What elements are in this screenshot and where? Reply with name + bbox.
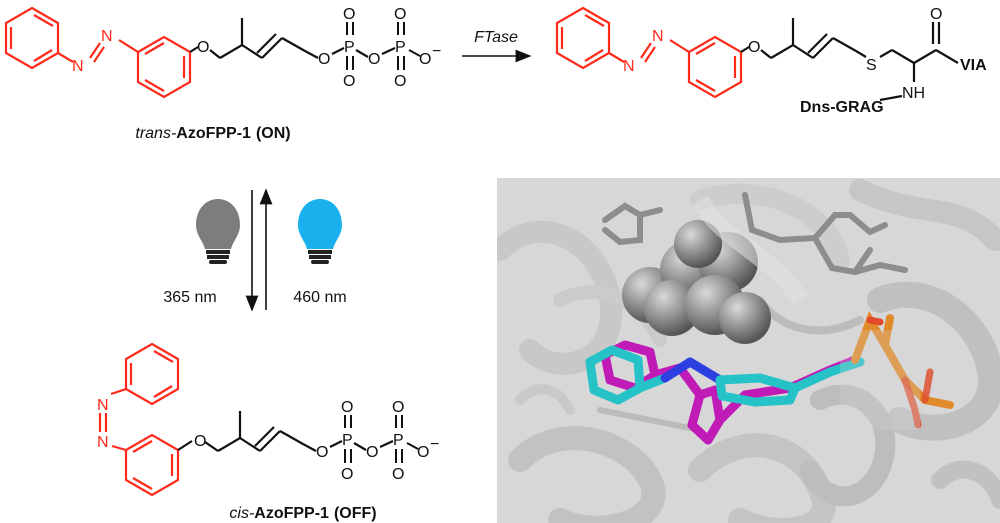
lightbulb-icon bbox=[298, 199, 342, 264]
trans-name: AzoFPP-1 bbox=[176, 125, 251, 142]
thioether-sulfur: S bbox=[866, 57, 877, 74]
phosphate-oxygen-4: O bbox=[394, 73, 406, 90]
ligand-cyan bbox=[585, 345, 865, 407]
product-benzene-ring-a bbox=[555, 6, 611, 70]
cis-phosphate-oxygen-1: O bbox=[341, 399, 353, 416]
phosphate-oxo-bonds bbox=[346, 22, 421, 70]
phosphate-groups bbox=[851, 310, 954, 429]
cis-phosphate-oxygen-5: O bbox=[417, 444, 429, 461]
cis-azo-nitrogen-1: N bbox=[97, 397, 109, 414]
trans-prefix: trans- bbox=[135, 125, 176, 142]
product-azo-nitrogen-1: N bbox=[623, 58, 635, 75]
phosphorus-2: P bbox=[395, 39, 406, 56]
cis-bridge-oxygen-1: O bbox=[316, 444, 328, 461]
bridge-oxygen-2: O bbox=[368, 51, 380, 68]
cis-benzene-ring-b bbox=[124, 433, 180, 497]
cis-ether-oxygen: O bbox=[194, 433, 206, 450]
protein-ribbons bbox=[497, 179, 1000, 523]
cis-phosphorus-2: P bbox=[393, 432, 404, 449]
protein-structure-image bbox=[497, 178, 1000, 523]
trans-compound-label: trans-AzoFPP-1 (ON) bbox=[135, 125, 290, 142]
cis-name: AzoFPP-1 bbox=[254, 505, 329, 522]
cis-negative-charge: − bbox=[430, 436, 439, 453]
peptide-dns-grag: Dns-GRAG bbox=[800, 99, 884, 116]
cis-compound-label: cis-AzoFPP-1 (OFF) bbox=[229, 505, 376, 522]
product-benzene-ring-b bbox=[687, 35, 743, 99]
azo-bridge bbox=[57, 39, 139, 63]
negative-charge: − bbox=[432, 43, 441, 60]
phosphate-oxygen-1: O bbox=[343, 6, 355, 23]
azo-nitrogen-2: N bbox=[101, 28, 113, 45]
farnesylated-peptide-structure: N N O S O VIA NH bbox=[555, 6, 987, 116]
product-azo-nitrogen-2: N bbox=[652, 28, 664, 45]
cis-prefix: cis- bbox=[229, 505, 254, 522]
benzene-ring-a bbox=[4, 6, 60, 70]
product-chain bbox=[740, 18, 959, 102]
cis-phosphorus-1: P bbox=[342, 432, 353, 449]
amide-nh: NH bbox=[902, 85, 925, 102]
visible-wavelength-label: 460 nm bbox=[293, 289, 346, 306]
product-ether-oxygen: O bbox=[748, 39, 760, 56]
uv-wavelength-label: 365 nm bbox=[163, 289, 216, 306]
cis-phosphate-oxo-bonds bbox=[344, 415, 419, 463]
trans-state: (ON) bbox=[256, 125, 291, 142]
phosphate-oxygen-5: O bbox=[419, 51, 431, 68]
phosphorus-1: P bbox=[344, 39, 355, 56]
lightbulb-icon bbox=[196, 199, 240, 264]
peptide-via: VIA bbox=[960, 57, 987, 74]
farnesyl-chain bbox=[189, 18, 396, 59]
phosphate-oxygen-3: O bbox=[394, 6, 406, 23]
product-azo-bridge bbox=[608, 39, 690, 63]
cis-phosphate-oxygen-3: O bbox=[392, 399, 404, 416]
photoswitch-arrows bbox=[245, 188, 273, 312]
cis-phosphate-oxygen-2: O bbox=[341, 466, 353, 483]
phosphate-oxygen-2: O bbox=[343, 73, 355, 90]
cis-chain bbox=[177, 411, 394, 452]
carbonyl-oxygen: O bbox=[930, 6, 942, 23]
cis-phosphate-oxygen-4: O bbox=[392, 466, 404, 483]
vdw-spheres bbox=[622, 220, 771, 344]
cis-benzene-ring-a bbox=[124, 342, 180, 406]
azo-nitrogen-1: N bbox=[72, 58, 84, 75]
bridge-oxygen-1: O bbox=[318, 51, 330, 68]
cis-bridge-oxygen-2: O bbox=[366, 444, 378, 461]
trans-azofpp-structure: N N O O P O P bbox=[4, 6, 441, 99]
residue-sticks bbox=[602, 192, 908, 276]
cis-azofpp-structure: N N O O P O P bbox=[97, 342, 439, 497]
benzene-ring-b bbox=[136, 35, 192, 99]
ether-oxygen: O bbox=[197, 39, 209, 56]
cis-azo-nitrogen-2: N bbox=[97, 434, 109, 451]
enzyme-label: FTase bbox=[474, 29, 518, 46]
cis-azo-bridge bbox=[98, 387, 127, 452]
cis-state: (OFF) bbox=[334, 505, 377, 522]
